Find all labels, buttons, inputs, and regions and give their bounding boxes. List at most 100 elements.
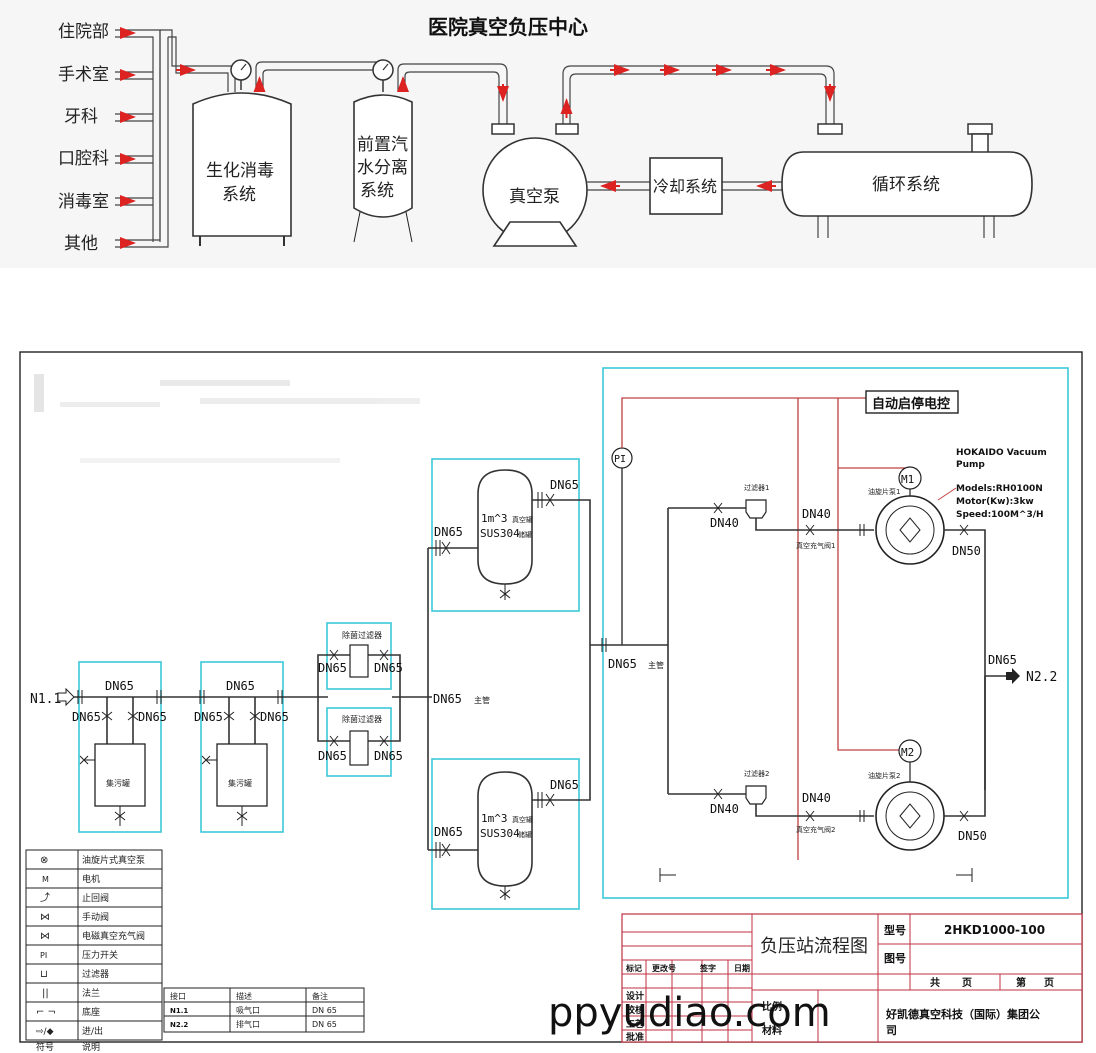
tank-material: SUS304 bbox=[480, 827, 520, 840]
branch-lower: DN40 过滤器2 DN40 真空充气阀2 M2 油旋片泵2 DN50 bbox=[710, 676, 987, 851]
dn-label: DN65 bbox=[434, 525, 463, 539]
ports-cell: N2.2 bbox=[170, 1021, 188, 1029]
dn-label: DN40 bbox=[710, 516, 739, 530]
vacuum-tank-lower: 1m^3 真空罐 SUS304 储罐 DN65 DN65 bbox=[428, 645, 591, 900]
source-labels: 住院部 手术室 牙科 口腔科 消毒室 其他 bbox=[58, 22, 109, 254]
source-label: 住院部 bbox=[58, 22, 109, 42]
pi-label: PI bbox=[614, 454, 626, 465]
dn-label: DN65 bbox=[988, 653, 1017, 667]
drawing-frame bbox=[19, 351, 1083, 1043]
dn-main-label: DN65 bbox=[433, 692, 462, 706]
filter-tag: 过滤器2 bbox=[744, 769, 769, 778]
legend-desc: 底座 bbox=[82, 1006, 100, 1018]
legend-symbol: ⤴ bbox=[40, 891, 50, 904]
branch-upper: DN40 过滤器1 DN40 真空充气阀1 M1 油旋片泵1 DN50 bbox=[710, 466, 986, 790]
base-marks bbox=[659, 868, 973, 882]
legend-desc: 电机 bbox=[82, 873, 100, 885]
inlet-arrow-icon bbox=[57, 687, 75, 707]
ports-cell: N1.1 bbox=[170, 1007, 188, 1015]
dn-label: DN65 bbox=[550, 478, 579, 492]
legend-symbol: ⇨/◆ bbox=[36, 1027, 54, 1037]
ports-header: 描述 bbox=[236, 991, 252, 1001]
valve-tag: 真空充气阀1 bbox=[796, 541, 835, 550]
sign-header: 更改号 bbox=[652, 963, 676, 973]
drawing-no-label: 图号 bbox=[884, 952, 906, 965]
dn-label: DN50 bbox=[958, 829, 987, 843]
pump-tag: 油旋片泵1 bbox=[868, 487, 900, 496]
company-name: 司 bbox=[886, 1024, 897, 1037]
filter-tag: 除菌过滤器 bbox=[342, 630, 382, 640]
outlet-arrow-icon bbox=[1006, 668, 1020, 684]
sign-header: 日期 bbox=[734, 963, 750, 973]
auto-control-box bbox=[865, 390, 959, 414]
role-label: 工艺 bbox=[626, 1018, 644, 1030]
pump-info-line: Motor(Kw):3kw bbox=[956, 497, 1034, 507]
tank-material: SUS304 bbox=[480, 527, 520, 540]
circulation-label: 循环系统 bbox=[872, 175, 940, 195]
legend-symbol: ⊔ bbox=[40, 969, 48, 980]
tank-capacity: 1m^3 bbox=[481, 812, 508, 825]
dn-label: DN65 bbox=[72, 710, 101, 724]
legend-symbol: ⊗ bbox=[40, 855, 48, 866]
filter-tag: 过滤器1 bbox=[744, 483, 769, 492]
tank-tag: 真空罐 bbox=[512, 815, 533, 824]
module-boxes bbox=[78, 367, 1069, 910]
pump-info-line: HOKAIDO Vacuum bbox=[956, 448, 1047, 458]
source-label: 其他 bbox=[64, 234, 98, 254]
circulation-tank: 循环系统 bbox=[781, 123, 1033, 238]
disinfection-label-1: 生化消毒 bbox=[206, 161, 274, 181]
auto-control-label: 自动启停电控 bbox=[872, 396, 950, 412]
dn-label: DN40 bbox=[802, 791, 831, 805]
cooling-label: 冷却系统 bbox=[653, 177, 717, 196]
source-label: 口腔科 bbox=[58, 149, 109, 169]
disinfection-label-2: 系统 bbox=[222, 185, 256, 205]
dn-label: DN65 bbox=[374, 749, 403, 763]
dn-label: DN40 bbox=[802, 507, 831, 521]
sign-header: 签字 bbox=[699, 963, 716, 973]
pump-info-line: Pump bbox=[956, 460, 985, 470]
legend-footer: 说明 bbox=[82, 1041, 100, 1053]
model-value: 2HKD1000-100 bbox=[944, 923, 1045, 937]
watermark: ppyudiao.com bbox=[548, 990, 831, 1036]
legend-desc: 手动阀 bbox=[82, 911, 109, 923]
pump-info-line: Speed:100M^3/H bbox=[956, 510, 1044, 520]
tank-capacity: 1m^3 bbox=[481, 512, 508, 525]
legend-symbol: || bbox=[42, 988, 49, 999]
filter-icon bbox=[745, 499, 767, 519]
source-label: 手术室 bbox=[58, 65, 109, 85]
filter-tag: 除菌过滤器 bbox=[342, 714, 382, 724]
source-arrows bbox=[120, 27, 196, 249]
separator-label-3: 系统 bbox=[360, 181, 394, 201]
pump-info: HOKAIDO Vacuum Pump Models:RH0100N Motor… bbox=[937, 448, 1047, 520]
dn-label: DN65 bbox=[318, 661, 347, 675]
legend-symbol: M bbox=[42, 875, 49, 884]
dn-label: DN65 bbox=[105, 679, 134, 693]
main-pipe-tag: 主管 bbox=[474, 695, 490, 705]
motor-label: M2 bbox=[901, 746, 914, 759]
pump-label: 真空泵 bbox=[509, 187, 560, 207]
dn-label: DN40 bbox=[710, 802, 739, 816]
pump-info-line: Models:RH0100N bbox=[956, 484, 1043, 494]
collector-label: 集污罐 bbox=[106, 778, 130, 788]
page-label: 页 bbox=[962, 977, 972, 989]
cooling-system: 冷却系统 bbox=[649, 157, 723, 215]
dn-label: DN50 bbox=[952, 544, 981, 558]
sterile-filter-lower: 除菌过滤器 DN65 DN65 bbox=[317, 697, 403, 766]
legend-symbol: PI bbox=[40, 951, 47, 960]
inlet-label: N1.1 bbox=[30, 692, 61, 707]
ports-header: 备注 bbox=[312, 991, 328, 1001]
legend-footer: 符号 bbox=[36, 1041, 54, 1053]
ports-cell: 吸气口 bbox=[236, 1005, 260, 1015]
dn-label: DN65 bbox=[318, 749, 347, 763]
legend-desc: 进/出 bbox=[82, 1025, 103, 1037]
legend-desc: 法兰 bbox=[82, 987, 100, 999]
ports-cell: DN 65 bbox=[312, 1006, 337, 1015]
total-label: 共 bbox=[930, 976, 940, 989]
dn-label: DN65 bbox=[608, 657, 637, 671]
faded-header-marks bbox=[34, 374, 420, 463]
legend-symbol: ⋈ bbox=[40, 931, 50, 942]
legend-desc: 电磁真空充气阀 bbox=[82, 930, 145, 942]
vacuum-tank-upper: 1m^3 真空罐 SUS304 储罐 DN65 DN65 bbox=[428, 469, 591, 645]
model-label: 型号 bbox=[884, 923, 906, 937]
role-label: 校核 bbox=[626, 1004, 644, 1016]
